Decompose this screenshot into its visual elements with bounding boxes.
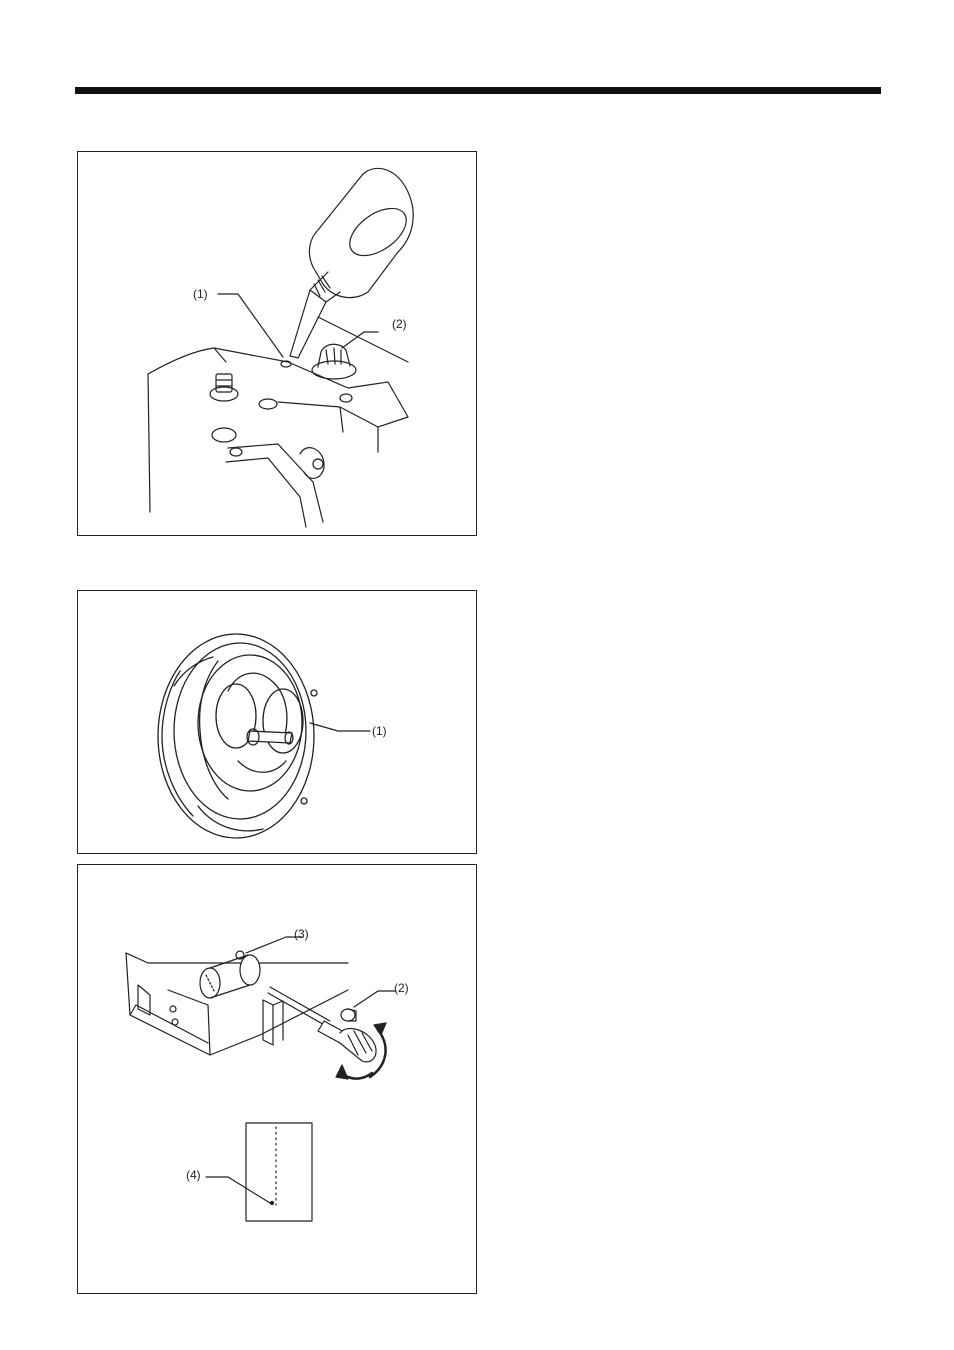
screwdriver-icon bbox=[268, 987, 376, 1062]
oil-supply-figure: (1) (2) bbox=[77, 151, 477, 536]
oil-test-paper-icon bbox=[246, 1123, 312, 1221]
oil-supply-illustration bbox=[78, 152, 478, 537]
rotary-hook-icon bbox=[158, 634, 317, 838]
hook-oil-adjustment-illustration bbox=[78, 865, 478, 1295]
callout-label: (3) bbox=[294, 928, 309, 940]
screw-icon bbox=[210, 374, 238, 401]
header-rule bbox=[75, 87, 881, 94]
callout-label: (4) bbox=[186, 1169, 201, 1181]
rotary-hook-figure: (1) bbox=[77, 590, 477, 854]
rotary-hook-illustration bbox=[78, 591, 478, 855]
hook-oil-adjustment-figure: (3) (2) (4) bbox=[77, 864, 477, 1294]
callout-label: (1) bbox=[372, 725, 387, 737]
callout-label: (2) bbox=[394, 982, 409, 994]
callout-label: (2) bbox=[392, 318, 407, 330]
oil-tube-icon bbox=[200, 955, 260, 998]
callout-label: (1) bbox=[193, 288, 208, 300]
oil-cap-icon bbox=[312, 344, 356, 379]
